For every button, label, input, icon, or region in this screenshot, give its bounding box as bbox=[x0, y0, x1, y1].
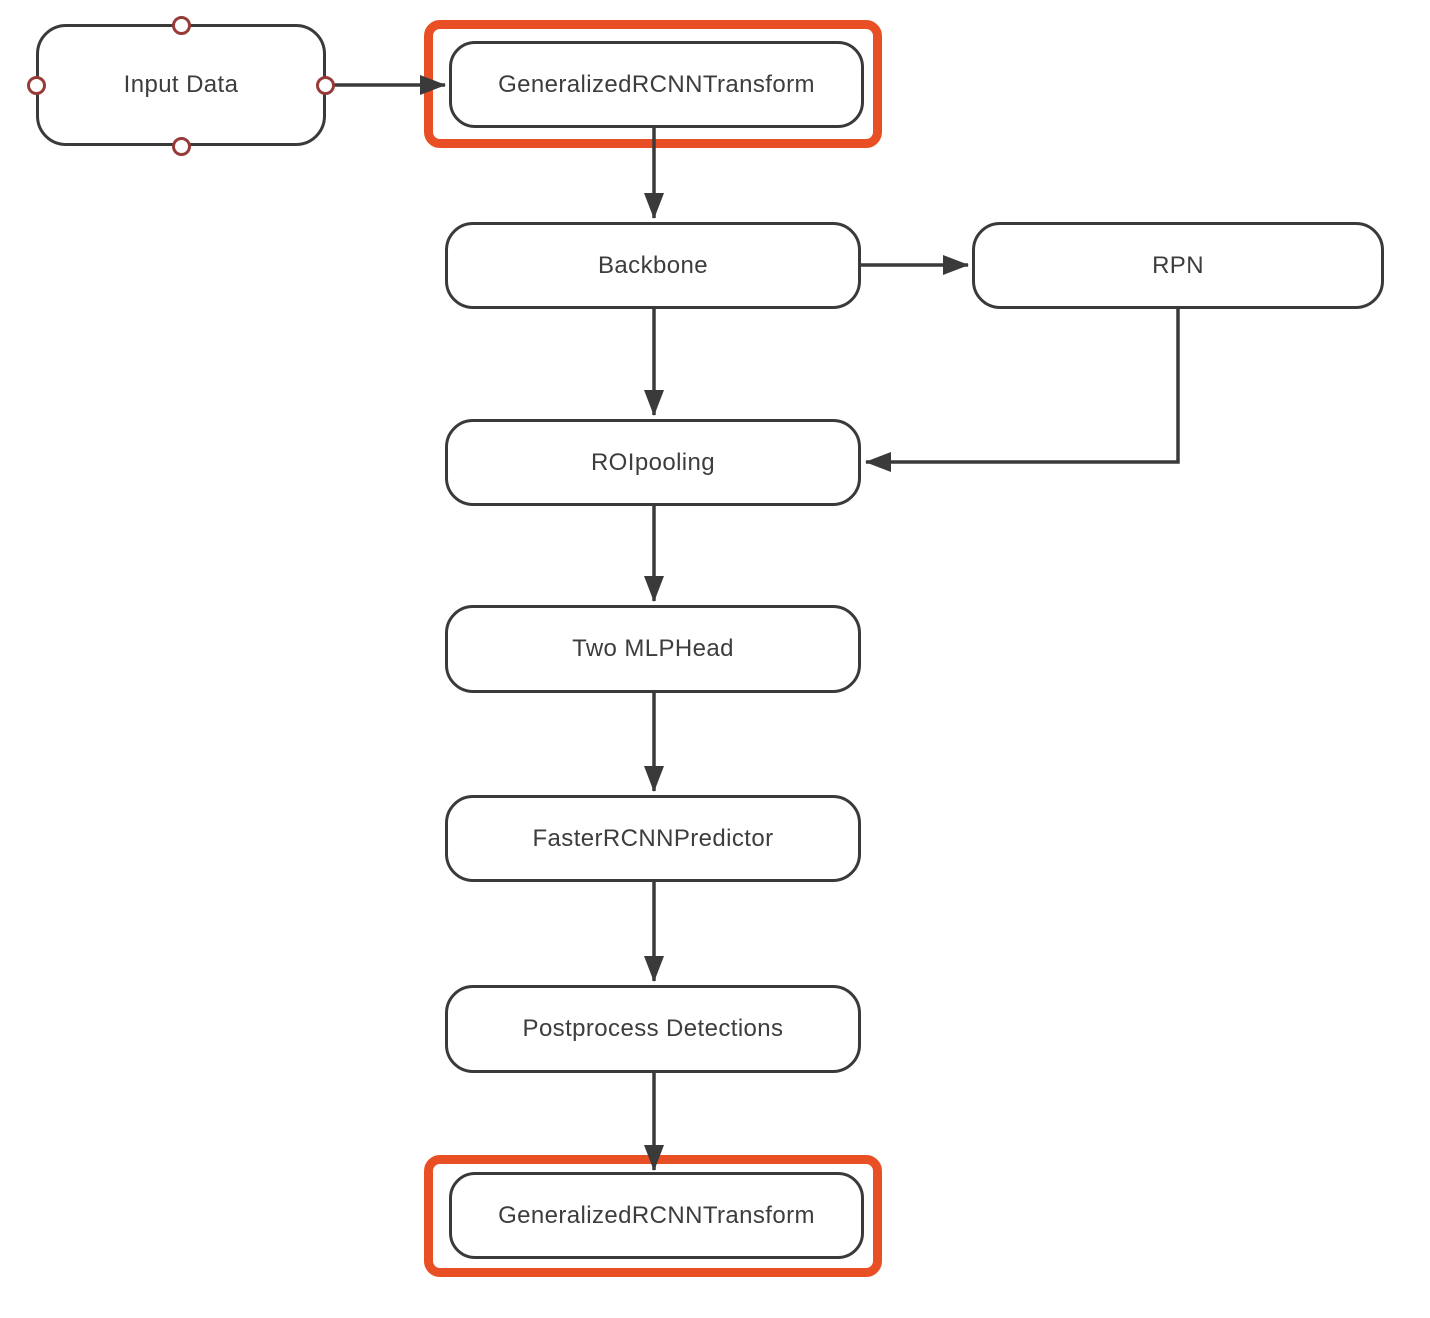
node-generalized-rcnn-transform-top-label: GeneralizedRCNNTransform bbox=[498, 70, 815, 98]
node-two-mlp-head-label: Two MLPHead bbox=[572, 635, 734, 662]
node-generalized-rcnn-transform-top[interactable]: GeneralizedRCNNTransform bbox=[449, 41, 864, 128]
node-rpn-label: RPN bbox=[1152, 251, 1204, 279]
connection-handle-left[interactable] bbox=[26, 75, 46, 95]
edge-rpn-to-roipooling[interactable] bbox=[865, 309, 1180, 472]
node-faster-rcnn-predictor-label: FasterRCNNPredictor bbox=[532, 824, 774, 852]
node-rpn[interactable]: RPN bbox=[972, 222, 1384, 309]
node-faster-rcnn-predictor[interactable]: FasterRCNNPredictor bbox=[445, 795, 861, 882]
node-postprocess-detections[interactable]: Postprocess Detections bbox=[445, 985, 861, 1073]
node-input-data[interactable]: Input Data bbox=[36, 24, 326, 146]
node-backbone-label: Backbone bbox=[598, 251, 708, 279]
node-input-data-label: Input Data bbox=[123, 71, 239, 98]
node-roipooling-label: ROIpooling bbox=[590, 448, 716, 476]
node-generalized-rcnn-transform-bottom[interactable]: GeneralizedRCNNTransform bbox=[449, 1172, 864, 1259]
node-postprocess-detections-label: Postprocess Detections bbox=[522, 1015, 784, 1042]
connection-handle-bottom[interactable] bbox=[171, 136, 191, 156]
node-roipooling[interactable]: ROIpooling bbox=[445, 419, 861, 506]
node-backbone[interactable]: Backbone bbox=[445, 222, 861, 309]
node-generalized-rcnn-transform-bottom-label: GeneralizedRCNNTransform bbox=[498, 1201, 815, 1229]
connection-handle-top[interactable] bbox=[171, 15, 191, 35]
connection-handle-right[interactable] bbox=[315, 75, 335, 95]
node-two-mlp-head[interactable]: Two MLPHead bbox=[445, 605, 861, 693]
